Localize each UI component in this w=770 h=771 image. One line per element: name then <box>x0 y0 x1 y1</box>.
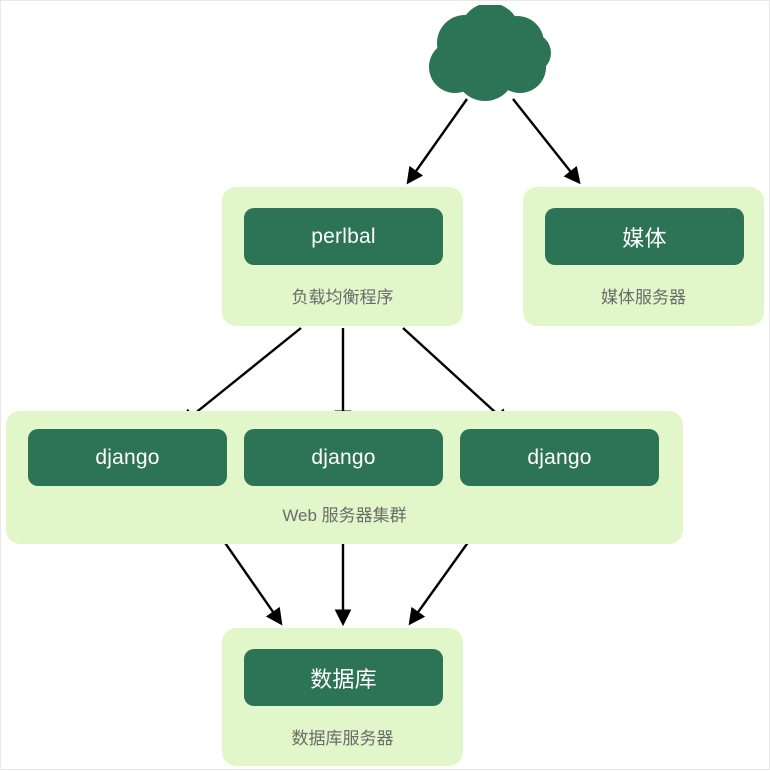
node-django-1[interactable]: django <box>28 429 227 486</box>
node-django-3-label: django <box>527 445 592 469</box>
group-database-label: 数据库服务器 <box>291 729 394 748</box>
group-media-server-label: 媒体服务器 <box>601 288 686 307</box>
group-web-cluster: django django django Web 服务器集群 <box>6 411 683 544</box>
node-database-label: 数据库 <box>310 666 377 692</box>
node-django-2-label: django <box>311 445 376 469</box>
internet-cloud <box>425 3 555 105</box>
group-load-balancer-label: 负载均衡程序 <box>291 288 394 307</box>
group-media-server: 媒体 媒体服务器 <box>523 187 764 326</box>
node-perlbal-label: perlbal <box>311 224 376 248</box>
group-load-balancer: perlbal 负载均衡程序 <box>222 187 463 326</box>
node-media[interactable]: 媒体 <box>545 208 744 265</box>
cloud-icon <box>429 3 551 101</box>
node-database[interactable]: 数据库 <box>244 649 443 706</box>
node-django-3[interactable]: django <box>460 429 659 486</box>
group-web-cluster-label: Web 服务器集群 <box>282 506 407 525</box>
edge-cloud-to-loadbalancer <box>406 98 468 185</box>
node-django-2[interactable]: django <box>244 429 443 486</box>
edge-loadbalancer-to-django-1 <box>179 327 302 426</box>
node-perlbal[interactable]: perlbal <box>244 208 443 265</box>
group-database: 数据库 数据库服务器 <box>222 628 463 766</box>
edge-loadbalancer-to-django-3 <box>402 327 511 426</box>
node-media-label: 媒体 <box>622 225 667 251</box>
edge-cloud-to-media <box>512 98 581 185</box>
node-django-1-label: django <box>95 445 160 469</box>
